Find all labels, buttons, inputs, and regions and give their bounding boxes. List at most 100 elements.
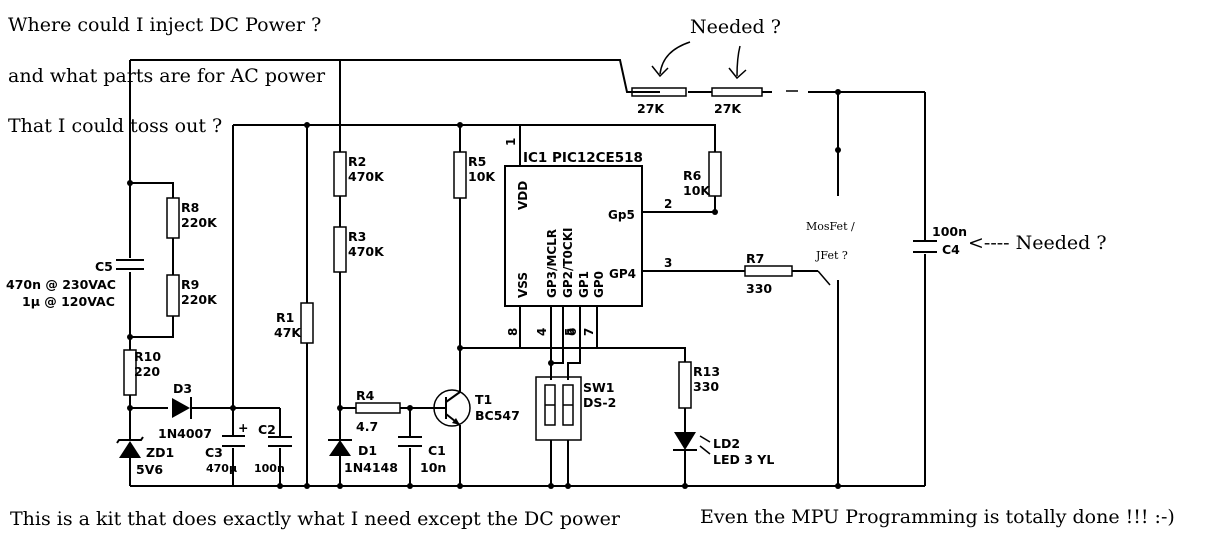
label-d3: D3 — [173, 381, 192, 396]
dip-switch-sw1 — [535, 376, 582, 441]
label-ic1: IC1 PIC12CE518 — [523, 150, 643, 166]
value-r6: 10K — [683, 183, 711, 198]
value-c5-230: 470n @ 230VAC — [6, 277, 116, 292]
label-r2: R2 — [348, 154, 366, 169]
resistor-r3 — [333, 226, 347, 273]
label-vss: VSS — [516, 272, 530, 298]
label-r3: R3 — [348, 229, 366, 244]
capacitor-c1 — [398, 436, 422, 447]
c3-plus: + — [238, 420, 248, 435]
top-rail-wire — [130, 59, 660, 93]
pin-6: 6 — [565, 328, 579, 336]
pin-2: 2 — [664, 197, 672, 211]
wire-r8-r9-loop — [130, 182, 174, 198]
resistor-r8 — [166, 197, 180, 239]
capacitor-c4 — [913, 240, 937, 253]
resistor-r6 — [708, 151, 722, 197]
value-r5: 10K — [468, 169, 496, 184]
zener-zd1 — [116, 436, 144, 458]
label-gp1: GP1 — [577, 271, 591, 298]
value-r1: 47K — [274, 325, 302, 340]
label-r10: R10 — [134, 349, 161, 364]
arrow-needed-a — [659, 41, 691, 75]
pin-7: 7 — [582, 328, 596, 336]
value-r8: 220K — [181, 215, 218, 230]
value-t1: BC547 — [475, 408, 520, 423]
arrow-head-b — [728, 67, 747, 80]
wire-r9-return — [130, 316, 174, 338]
label-c1: C1 — [428, 443, 446, 458]
value-r4: 4.7 — [356, 419, 378, 434]
junction-dots — [127, 89, 841, 489]
resistor-r9 — [166, 274, 180, 317]
ic1-body — [504, 165, 643, 307]
resistor-27k-b — [711, 87, 763, 97]
capacitor-c5 — [116, 259, 144, 270]
value-d1: 1N4148 — [344, 460, 398, 475]
jfet-note: JFet ? — [815, 249, 848, 262]
resistor-r5 — [453, 151, 467, 199]
pin-8: 8 — [506, 328, 520, 336]
resistor-r7 — [744, 265, 793, 277]
resistor-r4 — [355, 402, 401, 414]
label-r6: R6 — [683, 168, 702, 183]
value-r9: 220K — [181, 292, 218, 307]
pin-5: 5 — [563, 328, 577, 336]
label-r13: R13 — [693, 364, 720, 379]
arrow-head-a — [651, 65, 669, 78]
value-c5-120: 1µ @ 120VAC — [22, 294, 115, 309]
label-27k-b: 27K — [714, 101, 742, 116]
resistor-r2 — [333, 151, 347, 197]
wire-pin7 — [596, 306, 686, 362]
value-c3: 470µ — [206, 462, 237, 475]
resistor-r10 — [123, 349, 137, 396]
label-vdd: VDD — [516, 181, 530, 210]
label-gp4: GP4 — [609, 267, 636, 281]
diode-d3 — [172, 397, 192, 419]
mosfet-note: MosFet / — [806, 220, 855, 233]
label-d1: D1 — [358, 443, 377, 458]
value-sw1: DS-2 — [583, 395, 616, 410]
value-r13: 330 — [693, 379, 719, 394]
value-d3: 1N4007 — [158, 426, 212, 441]
needed-top-note: Needed ? — [690, 16, 781, 38]
label-c3: C3 — [205, 445, 223, 460]
label-27k-a: 27K — [637, 101, 665, 116]
fet-gate-stub — [817, 270, 831, 286]
value-c1: 10n — [420, 460, 446, 475]
label-r5: R5 — [468, 154, 486, 169]
wire-pin5 — [551, 306, 564, 364]
resistor-r1 — [300, 302, 314, 344]
needed-c4-note: <---- Needed ? — [968, 232, 1107, 254]
value-r7: 330 — [746, 281, 772, 296]
label-gp3: GP3/MCLR — [545, 229, 559, 298]
value-c2: 100n — [254, 462, 285, 475]
footer-left-note: This is a kit that does exactly what I n… — [10, 508, 621, 530]
value-r2: 470K — [348, 169, 385, 184]
label-gp2: GP2/T0CKI — [561, 228, 575, 298]
label-r8: R8 — [181, 200, 199, 215]
led-ld2 — [673, 432, 711, 455]
question-ac-parts: and what parts are for AC power — [8, 65, 326, 87]
label-r1: R1 — [276, 310, 294, 325]
label-gp5: Gp5 — [608, 208, 635, 222]
value-c4: 100n — [932, 224, 967, 239]
label-r4: R4 — [356, 388, 375, 403]
label-t1: T1 — [475, 392, 492, 407]
value-r3: 470K — [348, 244, 385, 259]
value-zd1: 5V6 — [136, 462, 163, 477]
vdd-rail-wire — [233, 124, 716, 152]
label-zd1: ZD1 — [146, 445, 174, 460]
resistor-27k-a — [631, 87, 687, 97]
pin-4: 4 — [535, 328, 549, 336]
pin-3: 3 — [664, 256, 672, 270]
label-r7: R7 — [746, 251, 764, 266]
diode-d1 — [328, 439, 352, 456]
arrow-needed-b — [736, 45, 741, 77]
label-c5: C5 — [95, 259, 113, 274]
label-c2: C2 — [258, 422, 276, 437]
transistor-t1 — [433, 389, 471, 427]
capacitor-c2 — [268, 436, 292, 447]
